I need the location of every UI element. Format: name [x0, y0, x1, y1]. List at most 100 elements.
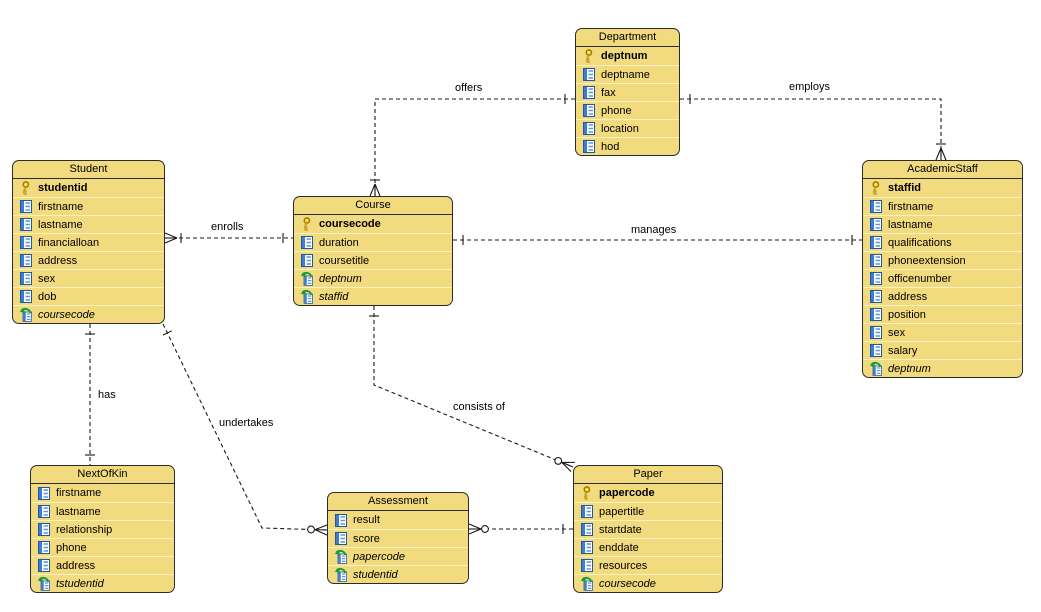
column-row[interactable]: qualifications	[863, 233, 1022, 251]
column-row[interactable]: coursecode	[13, 305, 164, 323]
column-row[interactable]: lastname	[863, 215, 1022, 233]
column-icon	[332, 513, 349, 527]
column-row[interactable]: papercode	[574, 484, 722, 502]
column-row[interactable]: staffid	[863, 179, 1022, 197]
column-row[interactable]: coursetitle	[294, 251, 452, 269]
column-name: startdate	[599, 523, 642, 536]
column-name: qualifications	[888, 236, 952, 249]
column-row[interactable]: papertitle	[574, 502, 722, 520]
column-icon	[17, 236, 34, 249]
column-row[interactable]: duration	[294, 233, 452, 251]
column-row[interactable]: sex	[13, 269, 164, 287]
relationship-consists-of[interactable]	[369, 306, 575, 473]
column-name: phone	[601, 104, 632, 117]
relationship-employs[interactable]	[680, 94, 947, 161]
column-icon	[867, 200, 884, 213]
column-icon	[867, 308, 884, 321]
column-icon	[867, 218, 884, 231]
relationship-label: employs	[789, 81, 830, 93]
column-row[interactable]: coursecode	[294, 215, 452, 233]
column-row[interactable]: lastname	[13, 215, 164, 233]
column-row[interactable]: firstname	[863, 197, 1022, 215]
relationship-label: manages	[631, 224, 677, 236]
column-row[interactable]: dob	[13, 287, 164, 305]
column-row[interactable]: studentid	[328, 565, 468, 583]
column-row[interactable]: enddate	[574, 538, 722, 556]
column-row[interactable]: deptnum	[863, 359, 1022, 377]
column-row[interactable]: address	[13, 251, 164, 269]
column-name: deptnum	[319, 272, 362, 285]
column-name: firstname	[888, 200, 934, 213]
column-row[interactable]: result	[328, 511, 468, 529]
column-name: enddate	[599, 541, 639, 554]
foreign-key-icon	[17, 307, 34, 322]
relationship-paper-assessment[interactable]	[468, 523, 573, 535]
column-row[interactable]: studentid	[13, 179, 164, 197]
column-row[interactable]: papercode	[328, 547, 468, 565]
column-row[interactable]: startdate	[574, 520, 722, 538]
column-icon	[578, 523, 595, 536]
column-icon	[298, 254, 315, 267]
column-row[interactable]: deptnum	[294, 269, 452, 287]
column-name: sex	[38, 272, 56, 285]
column-row[interactable]: location	[576, 119, 679, 137]
column-row[interactable]: officenumber	[863, 269, 1022, 287]
relationship-label: consists of	[453, 401, 505, 413]
column-row[interactable]: sex	[863, 323, 1022, 341]
column-row[interactable]: phone	[576, 101, 679, 119]
column-name: staffid	[319, 290, 349, 303]
column-row[interactable]: financialloan	[13, 233, 164, 251]
relationship-has[interactable]	[85, 324, 95, 465]
column-row[interactable]: phoneextension	[863, 251, 1022, 269]
column-name: staffid	[888, 182, 921, 194]
column-name: address	[38, 254, 78, 267]
column-row[interactable]: deptnum	[576, 47, 679, 65]
column-name: fax	[601, 86, 616, 99]
column-name: financialloan	[38, 236, 100, 249]
relationship-manages[interactable]	[453, 235, 862, 245]
column-name: deptnum	[601, 50, 648, 62]
column-row[interactable]: address	[863, 287, 1022, 305]
column-name: papertitle	[599, 505, 645, 518]
column-row[interactable]: position	[863, 305, 1022, 323]
column-row[interactable]: phone	[31, 538, 174, 556]
column-name: dob	[38, 290, 57, 303]
column-row[interactable]: tstudentid	[31, 574, 174, 592]
column-icon	[580, 140, 597, 153]
relationship-offers[interactable]	[369, 94, 575, 197]
column-row[interactable]: relationship	[31, 520, 174, 538]
column-row[interactable]: address	[31, 556, 174, 574]
relationship-undertakes[interactable]	[162, 323, 328, 536]
column-row[interactable]: hod	[576, 137, 679, 155]
column-row[interactable]: firstname	[31, 484, 174, 502]
column-name: result	[353, 514, 380, 526]
column-row[interactable]: deptname	[576, 65, 679, 83]
column-row[interactable]: staffid	[294, 287, 452, 305]
column-row[interactable]: salary	[863, 341, 1022, 359]
column-row[interactable]: lastname	[31, 502, 174, 520]
column-row[interactable]: firstname	[13, 197, 164, 215]
foreign-key-icon	[35, 576, 52, 591]
column-name: deptnum	[888, 362, 931, 375]
column-row[interactable]: resources	[574, 556, 722, 574]
column-row[interactable]: coursecode	[574, 574, 722, 592]
column-icon	[867, 254, 884, 267]
column-row[interactable]: score	[328, 529, 468, 547]
column-icon	[35, 559, 52, 572]
column-icon	[298, 236, 315, 249]
column-icon	[867, 236, 884, 249]
column-row[interactable]: fax	[576, 83, 679, 101]
column-icon	[867, 326, 884, 339]
foreign-key-icon	[298, 271, 315, 286]
column-name: tstudentid	[56, 577, 104, 590]
column-name: coursecode	[38, 308, 95, 321]
relationship-enrolls[interactable]	[164, 232, 293, 244]
